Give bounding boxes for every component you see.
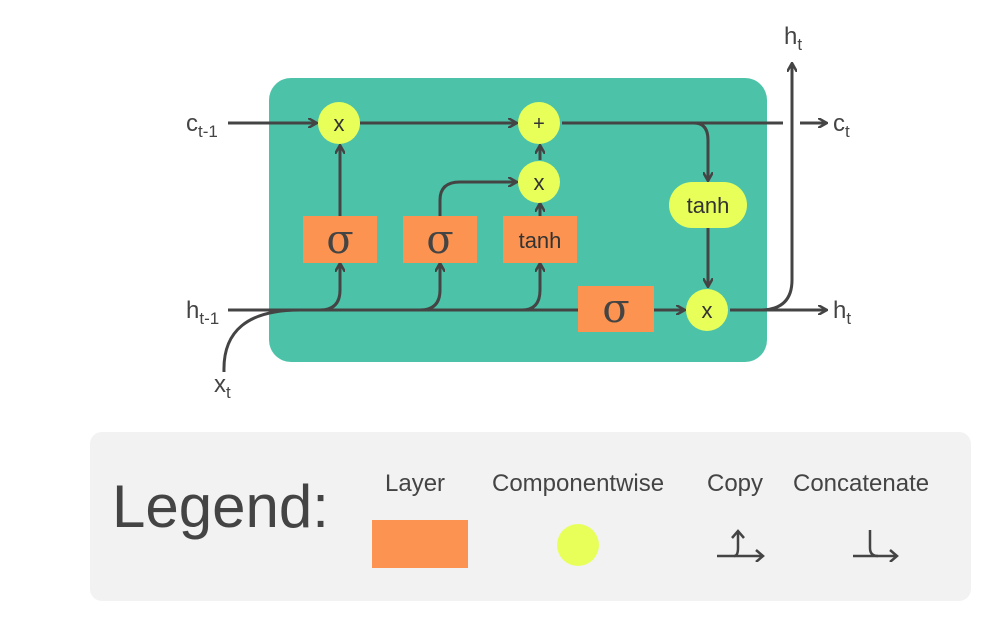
h-top-label: ht xyxy=(784,23,802,54)
tanh-op xyxy=(669,182,747,228)
tanh-op-label: tanh xyxy=(687,193,730,218)
input-multiply-op xyxy=(518,161,560,203)
forget-multiply-op xyxy=(318,102,360,144)
legend-concatenate-label: Concatenate xyxy=(793,470,930,497)
input-gate-layer xyxy=(403,216,477,263)
forget-gate-layer xyxy=(303,216,377,263)
candidate-label: tanh xyxy=(519,228,562,253)
output-gate-label: σ xyxy=(602,286,629,332)
c-prev-label: ct-1 xyxy=(186,110,218,141)
input-multiply-label: x xyxy=(534,170,545,195)
c-out-label: ct xyxy=(833,110,850,141)
legend-layer-swatch xyxy=(372,520,468,568)
h-out-label: ht xyxy=(833,297,851,328)
legend-title: Legend: xyxy=(112,473,329,540)
output-multiply-label: x xyxy=(702,298,713,323)
wires xyxy=(222,64,826,373)
add-op xyxy=(518,102,560,144)
h-prev-label: ht-1 xyxy=(186,297,219,328)
legend-layer-label: Layer xyxy=(385,470,446,497)
concatenate-arrow-icon xyxy=(853,530,899,562)
add-label: + xyxy=(533,113,545,135)
output-gate-layer xyxy=(578,286,654,332)
legend-componentwise-label: Componentwise xyxy=(492,470,665,497)
copy-arrow-icon xyxy=(717,529,765,562)
output-multiply-op xyxy=(686,289,728,331)
legend-panel xyxy=(90,432,971,601)
candidate-layer xyxy=(503,216,577,263)
legend-componentwise-swatch xyxy=(557,524,599,566)
forget-multiply-label: x xyxy=(334,111,345,136)
x-input-label: xt xyxy=(214,371,231,402)
forget-gate-label: σ xyxy=(326,217,353,263)
legend-copy-label: Copy xyxy=(707,470,764,497)
input-gate-label: σ xyxy=(426,217,453,263)
